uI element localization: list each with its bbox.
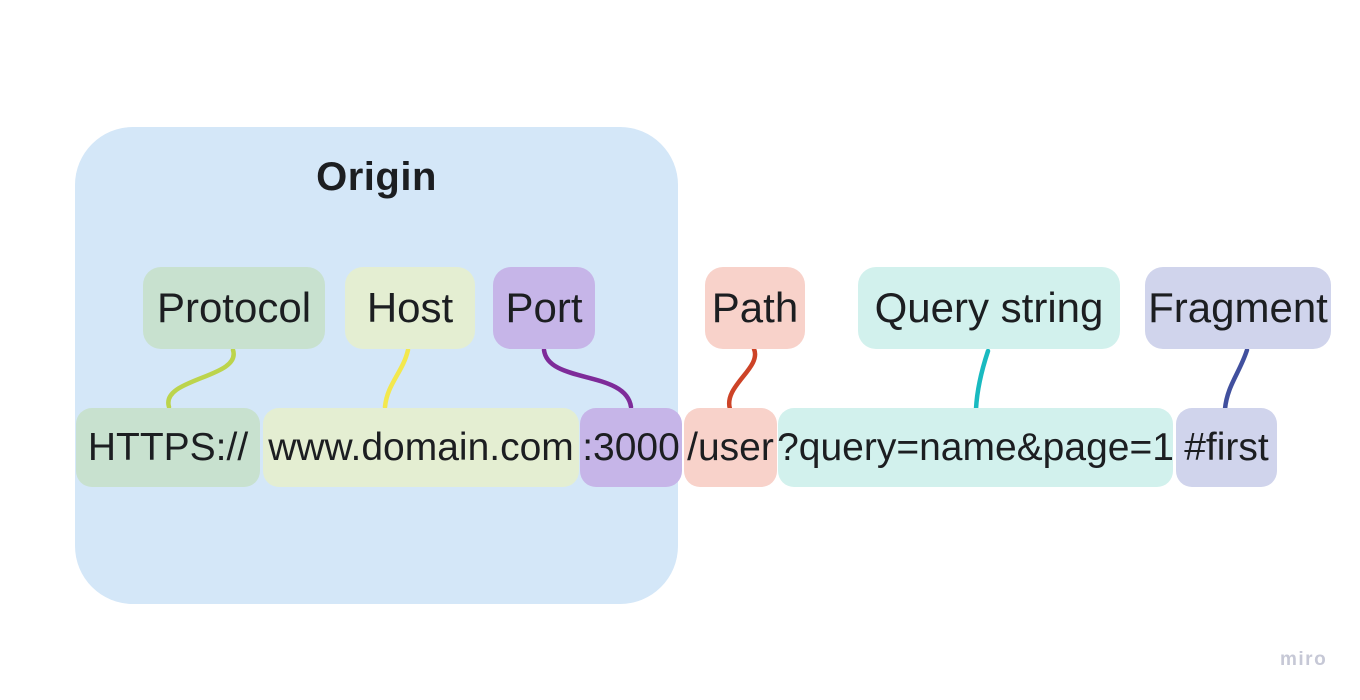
miro-watermark: miro <box>1280 649 1328 670</box>
url-segment-query-string: ?query=name&page=1 <box>777 408 1174 487</box>
label-port: Port <box>493 267 595 349</box>
url-segment-host: www.domain.com <box>263 408 579 487</box>
origin-group-title: Origin <box>316 155 437 199</box>
url-segment-fragment: #first <box>1176 408 1277 487</box>
url-segment-protocol: HTTPS:// <box>76 408 260 487</box>
label-path: Path <box>705 267 805 349</box>
connector-path-line <box>726 346 758 412</box>
url-segment-path: /user <box>684 408 777 487</box>
url-segment-port: :3000 <box>580 408 682 487</box>
label-host: Host <box>345 267 475 349</box>
connector-fragment-line <box>1222 347 1250 412</box>
connector-query-line <box>973 348 991 412</box>
label-fragment: Fragment <box>1145 267 1331 349</box>
label-query-string: Query string <box>858 267 1120 349</box>
label-protocol: Protocol <box>143 267 325 349</box>
